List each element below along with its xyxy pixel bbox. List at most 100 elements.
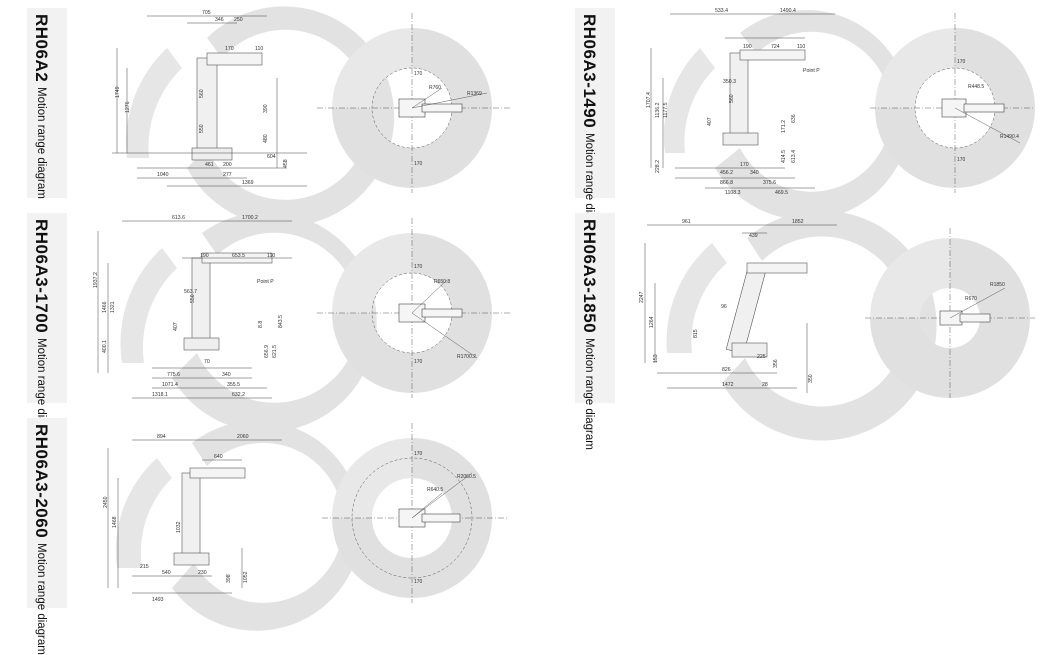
dim-label: R640.5: [427, 487, 443, 493]
dim-label: 170: [225, 46, 234, 52]
model-name: RH06A3-2060: [32, 424, 51, 539]
dim-label: 8.8: [258, 321, 264, 328]
dim-label: 170: [414, 579, 423, 585]
dim-label: 2060: [237, 434, 249, 440]
dim-label: 215: [140, 564, 149, 570]
dim-label: 1264: [649, 316, 655, 328]
dim-label: R650.8: [434, 279, 450, 285]
dim-label: 458: [283, 159, 289, 168]
panel-rh06a3-1850: RH06A3-1850 Motion range diagram 961 185…: [575, 210, 1050, 450]
dim-label: 563.7: [184, 289, 197, 295]
label-column: RH06A3-1850 Motion range diagram: [575, 213, 615, 450]
dim-label: 560: [199, 89, 205, 98]
dim-label: R760: [429, 85, 441, 91]
dim-label: 1749: [115, 86, 121, 98]
diagram-subtitle: Motion range diagram: [35, 542, 47, 655]
dim-label: 400.1: [102, 340, 108, 353]
dim-label: 170: [414, 71, 423, 77]
dim-label: 1318.1: [152, 392, 168, 398]
dim-label: 456.2: [720, 170, 733, 176]
dim-label: 826: [722, 367, 731, 373]
top-view-diagram: R670 R1850: [865, 228, 1035, 398]
dim-label: 170: [414, 161, 423, 167]
dim-label: 1937.2: [93, 272, 99, 288]
dim-label: R1700.2: [457, 354, 476, 360]
dim-label: 350.3: [723, 79, 736, 85]
dim-label: 469.5: [775, 190, 788, 196]
dim-label: 533.4: [715, 8, 728, 14]
dim-label: 171.2: [781, 120, 787, 133]
dim-label: 355.5: [227, 382, 240, 388]
model-name: RH06A3-1850: [580, 219, 599, 334]
panel-rh06a3-1490: RH06A3-1490 Motion range diagram 533.4 1…: [575, 8, 1045, 245]
dim-label: 1468: [112, 516, 118, 528]
dim-label: 110: [255, 46, 263, 52]
dim-label: 96: [721, 304, 727, 310]
diagram-subtitle: Motion range diagram: [35, 86, 47, 199]
dim-label: 28: [762, 382, 768, 388]
dim-label: R448.5: [968, 84, 984, 90]
model-label: RH06A3-1850 Motion range diagram: [579, 219, 599, 450]
model-label: RH06A3-2060 Motion range diagram: [31, 424, 51, 655]
dim-label: 170: [740, 162, 749, 168]
dim-label: 1071.4: [162, 382, 178, 388]
point-p-label: Point P: [803, 68, 820, 74]
dim-label: 70: [204, 359, 210, 365]
dim-label: 1493: [152, 597, 164, 603]
dim-label: 356: [773, 359, 779, 368]
dim-label: 2450: [103, 496, 109, 508]
dim-label: 621.5: [272, 345, 278, 358]
dim-label: R2060.5: [457, 474, 476, 480]
dim-label: 340: [222, 372, 231, 378]
dim-label: R670: [965, 296, 977, 302]
dim-label: 439: [749, 233, 758, 239]
dim-label: 228.2: [655, 160, 661, 173]
dim-label: 190: [200, 253, 209, 259]
dim-label: 613.6: [172, 215, 185, 221]
top-view-diagram: 170 R760 R1369 170: [317, 13, 512, 193]
dim-label: R1850: [990, 282, 1005, 288]
dim-label: 346: [215, 17, 224, 23]
dim-label: 375.6: [763, 180, 776, 186]
dim-label: 613.4: [791, 150, 797, 163]
model-name: RH06A3-1490: [580, 14, 599, 129]
dim-label: 636: [791, 114, 797, 123]
dim-label: 350: [808, 374, 814, 383]
dim-label: 894: [157, 434, 166, 440]
dim-label: 1700.2: [242, 215, 258, 221]
dim-label: 170: [957, 59, 966, 65]
top-view-diagram: 170 R448.5 R1490.4 170: [870, 13, 1035, 193]
dim-label: 1490.4: [780, 8, 796, 14]
dim-label: 1177.5: [663, 102, 669, 118]
side-view-diagram: 894 2060 640 2450 1468 1032 540 215 1493…: [103, 420, 362, 631]
dim-label: 340: [750, 170, 759, 176]
dim-label: 225: [757, 354, 766, 360]
dim-label: 153: [653, 354, 659, 363]
dim-label: 815: [693, 329, 699, 338]
label-column: RH06A3-1700 Motion range diagram: [27, 213, 67, 450]
dim-label: 1369: [242, 180, 254, 186]
dim-label: 250: [234, 17, 243, 23]
dim-label: 398: [226, 574, 232, 583]
panel-rh06a2: RH06A2 Motion range diagram 705 346 250 …: [27, 6, 527, 227]
label-column: RH06A3-1490 Motion range diagram: [575, 8, 615, 245]
dim-label: 1466: [102, 301, 108, 313]
model-name: RH06A3-1700: [32, 219, 51, 334]
label-column: RH06A2 Motion range diagram: [27, 8, 67, 199]
dim-label: 1707.4: [646, 92, 652, 108]
dim-label: 390: [263, 104, 269, 113]
dim-label: 843.5: [278, 315, 284, 328]
dim-label: 540: [162, 570, 171, 576]
dim-label: 170: [414, 264, 423, 270]
side-view-diagram: 961 1852 439 2247 1264 815 96 826 1472 2…: [639, 210, 937, 441]
dim-label: 1852: [792, 219, 804, 225]
dim-label: 1321: [110, 301, 116, 313]
dim-label: 550: [199, 124, 205, 133]
dim-label: 170: [414, 359, 423, 365]
dim-label: 461: [205, 162, 214, 168]
dim-label: 414.5: [781, 150, 787, 163]
dim-label: 656.9: [264, 345, 270, 358]
point-p-label: Point P: [257, 279, 274, 285]
dim-label: 632.2: [232, 392, 245, 398]
dim-label: 550: [190, 294, 196, 303]
